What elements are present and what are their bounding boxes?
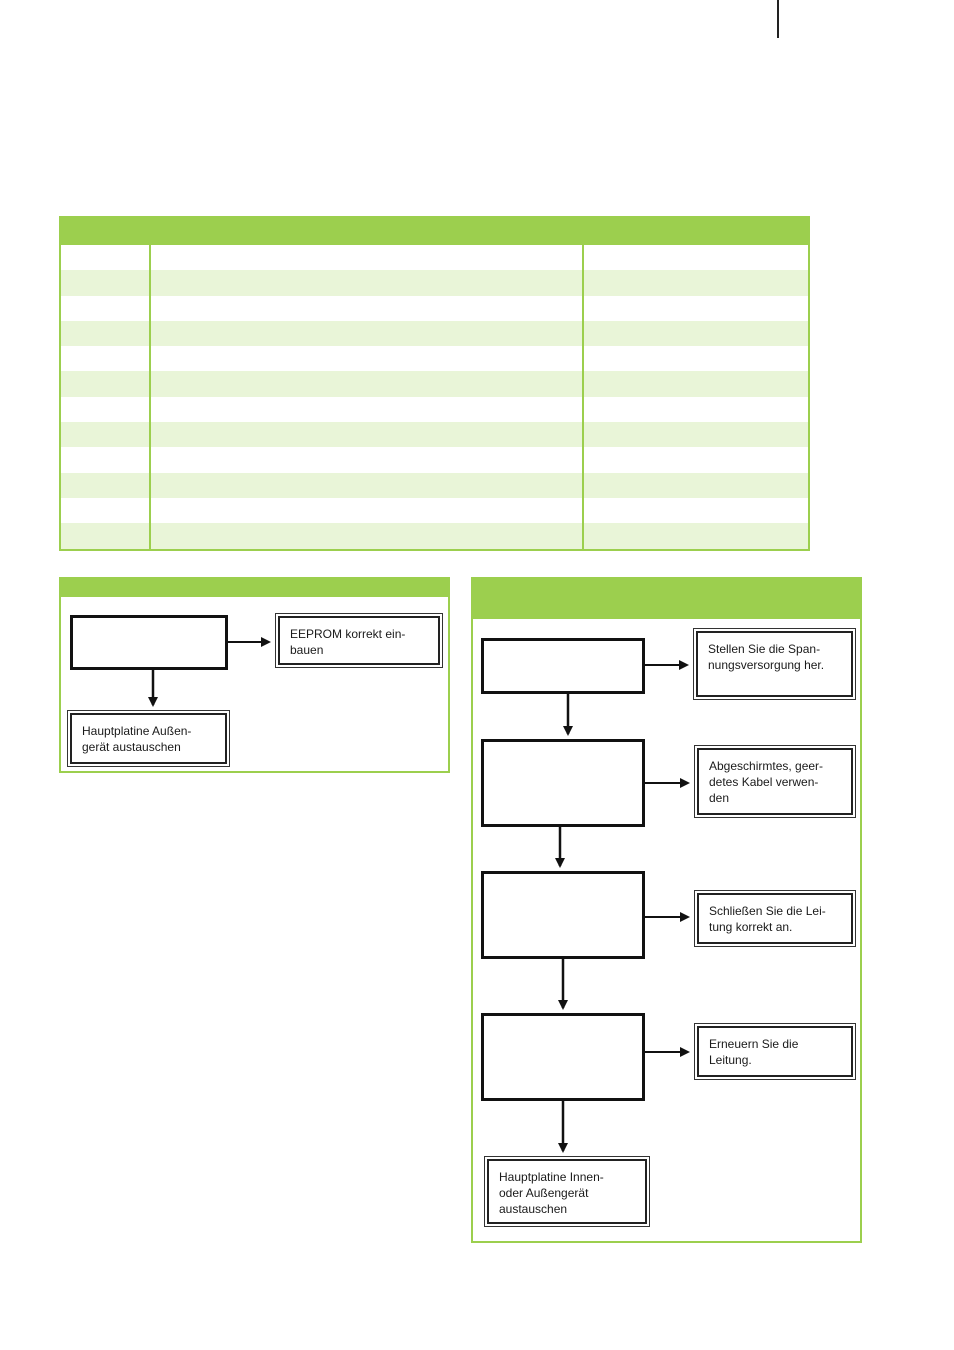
top-rule [777,0,779,38]
error-table [59,216,810,551]
check-box-wiring [481,871,645,959]
right-panel-header [473,579,860,619]
check-box-cable [481,1013,645,1101]
solution-text: Stellen Sie die Span- nungsversorgung he… [696,631,853,697]
check-box-power [481,638,645,694]
solution-box-connect-wire: Schließen Sie die Lei- tung korrekt an. [694,890,856,947]
table-body [61,245,808,549]
table-row [61,270,808,296]
solution-box-eeprom: EEPROM korrekt ein- bauen [275,613,443,668]
solution-box-replace-wire: Erneuern Sie die Leitung. [694,1023,856,1080]
left-flowchart-panel: EEPROM korrekt ein- bauen Hauptplatine A… [59,577,450,773]
solution-text: EEPROM korrekt ein- bauen [278,616,440,665]
solution-box-power: Stellen Sie die Span- nungsversorgung he… [693,628,856,700]
table-row [61,447,808,473]
solution-text: Schließen Sie die Lei- tung korrekt an. [697,893,853,944]
check-box-eeprom [70,615,228,670]
right-flow-arrows [555,660,690,1153]
table-row [61,497,808,524]
left-flow-arrows [148,637,271,707]
solution-text: Abgeschirmtes, geer- detes Kabel verwen-… [697,748,853,815]
solution-text: Hauptplatine Innen- oder Außengerät aust… [487,1159,647,1224]
solution-text: Hauptplatine Außen- gerät austauschen [70,713,227,764]
solution-box-mainboard-outdoor: Hauptplatine Außen- gerät austauschen [67,710,230,767]
right-flowchart-panel: Stellen Sie die Span- nungsversorgung he… [471,577,862,1243]
table-row [61,422,808,448]
check-box-shielding [481,739,645,827]
table-row [61,245,808,271]
solution-box-replace-mainboard: Hauptplatine Innen- oder Außengerät aust… [484,1156,650,1227]
table-row [61,472,808,498]
left-panel-header [61,579,448,597]
table-row [61,346,808,372]
table-row [61,295,808,321]
table-header [61,218,808,245]
table-row [61,371,808,397]
table-column-divider [149,218,151,549]
solution-text: Erneuern Sie die Leitung. [697,1026,853,1077]
table-column-divider [582,218,584,549]
table-row [61,320,808,347]
table-row [61,396,808,423]
solution-box-shielded-cable: Abgeschirmtes, geer- detes Kabel verwen-… [694,745,856,818]
table-row [61,523,808,549]
